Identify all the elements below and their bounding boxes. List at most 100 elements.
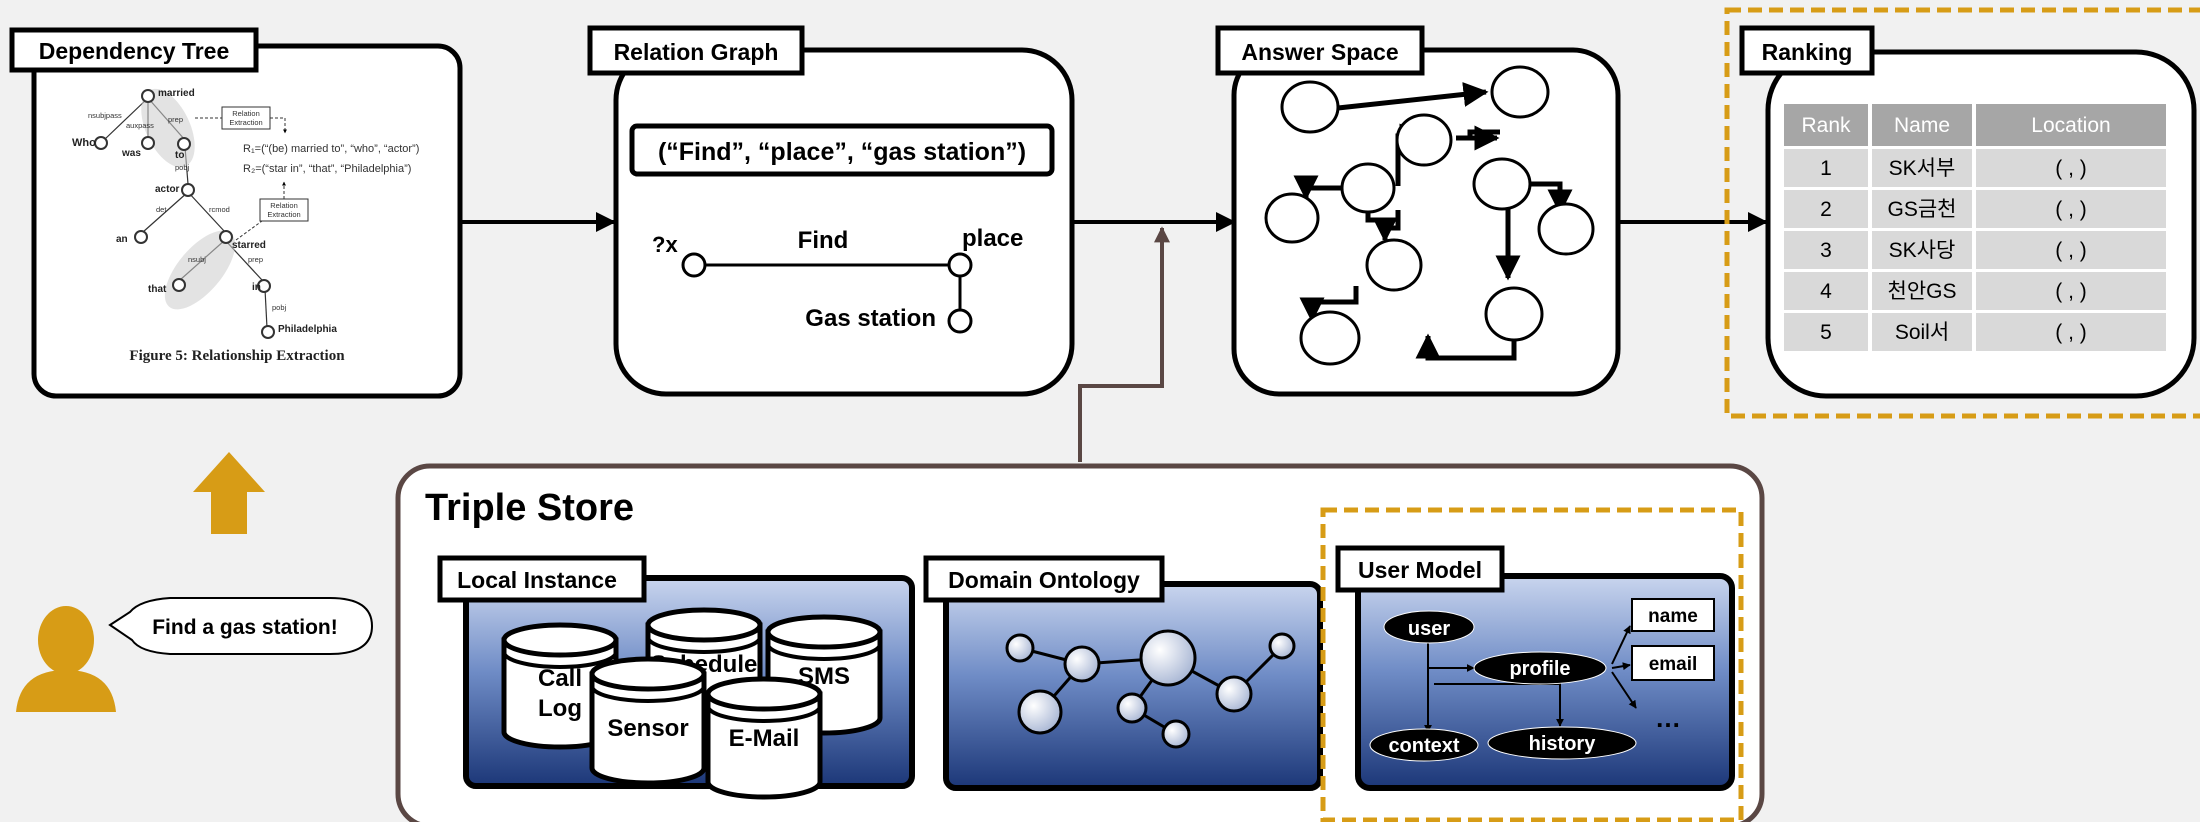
edge-label-find: Find xyxy=(798,227,849,254)
edge-pobj-2: pobj xyxy=(272,303,287,312)
word-married: married xyxy=(158,88,195,99)
word-in: in xyxy=(252,282,261,293)
answer-space-label: Answer Space xyxy=(1241,39,1398,65)
more-attributes: … xyxy=(1655,703,1681,733)
edge-auxpass: auxpass xyxy=(126,121,154,130)
user-node-label: user xyxy=(1408,618,1450,640)
answer-node-8 xyxy=(1365,238,1423,292)
sensor-database: Sensor xyxy=(589,656,707,786)
profile-node xyxy=(1473,651,1607,685)
speech-bubble: Find a gas station! xyxy=(108,597,374,655)
ranking-cell-2-2: ( , ) xyxy=(2055,239,2087,262)
ontology-node-7 xyxy=(1215,675,1253,713)
sensor-label: Sensor xyxy=(607,715,688,742)
ontology-node-8 xyxy=(1268,632,1296,660)
domain-ontology-label: Domain Ontology xyxy=(948,567,1140,593)
call-log-label-0: Call xyxy=(538,665,582,692)
edge-prep-1: prep xyxy=(168,115,183,124)
email-attribute: email xyxy=(1649,654,1698,675)
ranking-cell-4-2: ( , ) xyxy=(2055,321,2087,344)
name-attribute: name xyxy=(1648,606,1698,627)
ranking-cell-0-0: 1 xyxy=(1820,157,1832,180)
ontology-node-3 xyxy=(1017,689,1063,735)
node-place xyxy=(947,252,973,278)
history-node xyxy=(1487,726,1637,760)
relation-graph-panel: Relation Graph (“Find”, “place”, “gas st… xyxy=(587,25,1075,397)
word-philadelphia: Philadelphia xyxy=(278,324,337,335)
answer-node-9 xyxy=(1484,286,1544,342)
email-database: E-Mail xyxy=(705,676,823,800)
relation-triple: (“Find”, “place”, “gas station”) xyxy=(658,138,1026,166)
node-variable xyxy=(681,252,707,278)
ranking-header-1: Name xyxy=(1894,114,1950,137)
ranking-cell-3-0: 4 xyxy=(1820,280,1832,303)
ranking-cell-3-2: ( , ) xyxy=(2055,280,2087,303)
up-arrow-icon xyxy=(193,452,265,534)
extraction-box-2-line1: Relation xyxy=(270,201,298,210)
ontology-node-4 xyxy=(1139,629,1197,687)
extraction-box-1-line2: Extraction xyxy=(229,118,262,127)
ranking-cell-4-1: Soil서 xyxy=(1895,321,1949,344)
ranking-label: Ranking xyxy=(1762,39,1853,65)
call-log-label-1: Log xyxy=(538,695,582,722)
dependency-tree-label: Dependency Tree xyxy=(39,38,229,64)
answer-node-5 xyxy=(1472,157,1532,211)
context-node xyxy=(1369,728,1479,762)
word-was: was xyxy=(121,148,141,159)
ranking-cell-1-0: 2 xyxy=(1820,198,1832,221)
triple-store-label: Triple Store xyxy=(425,487,634,529)
ranking-panel: Ranking Rank Name Location 1 SK서부 ( , ) 2 GS금천 (… xyxy=(1724,7,2200,419)
word-who: Who xyxy=(72,137,96,149)
place-label: place xyxy=(962,225,1023,252)
ranking-table: Rank Name Location 1 SK서부 ( , ) 2 GS금천 ( , ) 3 SK사… xyxy=(1784,104,2166,351)
answer-node-7 xyxy=(1537,202,1595,256)
edge-rcmod: rcmod xyxy=(209,205,230,214)
arrow-triple-store-to-answer xyxy=(1078,226,1170,462)
answer-node-10 xyxy=(1299,310,1361,366)
ranking-cell-1-1: GS금천 xyxy=(1888,198,1957,221)
answer-node-6 xyxy=(1264,192,1320,244)
ontology-node-2 xyxy=(1063,645,1101,683)
edge-nsubj: nsubj xyxy=(188,255,206,264)
ranking-cell-1-2: ( , ) xyxy=(2055,198,2087,221)
relation-r1: R₁=(“(be) married to”, “who”, “actor”) xyxy=(243,143,419,155)
word-an: an xyxy=(116,234,128,245)
extraction-box-2-line2: Extraction xyxy=(267,210,300,219)
ranking-cell-2-0: 3 xyxy=(1820,239,1832,262)
ranking-cell-4-0: 5 xyxy=(1820,321,1832,344)
edge-det: det xyxy=(156,205,167,214)
email-label: E-Mail xyxy=(729,725,800,752)
ranking-cell-2-1: SK사당 xyxy=(1889,239,1956,262)
user-model-panel: User Model user profile context history … xyxy=(1320,507,1744,822)
speech-text: Find a gas station! xyxy=(152,616,338,639)
ontology-node-6 xyxy=(1161,719,1191,749)
answer-space-panel: Answer Space xyxy=(1215,25,1621,397)
dependency-tree-figure: married Who was to actor an starred that… xyxy=(72,88,419,364)
context-node-label: context xyxy=(1388,735,1459,757)
local-instance-label: Local Instance xyxy=(457,567,617,593)
edge-prep-2: prep xyxy=(248,255,263,264)
ranking-header-2: Location xyxy=(2031,114,2110,137)
node-gas-station xyxy=(947,308,973,334)
ranking-cell-0-1: SK서부 xyxy=(1889,157,1956,180)
word-that: that xyxy=(148,284,167,295)
ranking-cell-0-2: ( , ) xyxy=(2055,157,2087,180)
word-starred: starred xyxy=(232,240,266,251)
ontology-node-5 xyxy=(1116,692,1148,724)
word-actor: actor xyxy=(155,184,180,195)
ontology-node-1 xyxy=(1005,633,1035,663)
answer-node-4 xyxy=(1340,162,1396,214)
dependency-tree-panel: married Who was to actor an starred that… xyxy=(9,27,463,399)
word-to: to xyxy=(175,150,184,161)
extraction-box-1-line1: Relation xyxy=(232,109,260,118)
person-icon xyxy=(16,606,116,712)
user-model-label: User Model xyxy=(1358,557,1482,583)
relation-r2: R₂=(“star in”, “that”, “Philadelphia”) xyxy=(243,163,411,175)
gas-station-label: Gas station xyxy=(805,305,936,332)
history-node-label: history xyxy=(1529,733,1597,755)
ranking-header-0: Rank xyxy=(1801,114,1851,137)
figure-caption: Figure 5: Relationship Extraction xyxy=(129,348,345,364)
